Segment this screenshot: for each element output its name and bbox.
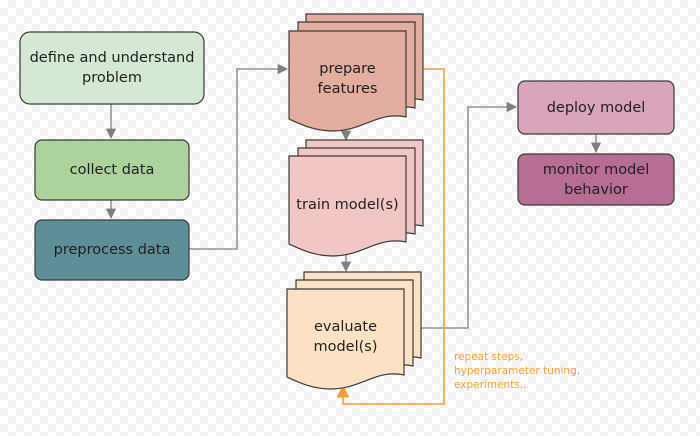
node-deploy-box bbox=[517, 80, 675, 135]
node-preprocess-box bbox=[34, 219, 190, 281]
arrow-evaluate-to-deploy bbox=[403, 101, 518, 329]
loop-note: repeat steps, hyperparameter tuning, exp… bbox=[454, 351, 581, 391]
node-collect-box bbox=[34, 139, 190, 201]
loop-arrow bbox=[336, 68, 445, 405]
node-define-box bbox=[19, 31, 205, 105]
node-prepare-stack bbox=[288, 13, 424, 132]
node-train-stack bbox=[288, 139, 424, 257]
arrow-preprocess-to-prepare bbox=[188, 63, 289, 250]
node-monitor-box bbox=[517, 153, 675, 206]
node-evaluate-stack bbox=[286, 271, 422, 390]
connectors bbox=[105, 63, 602, 329]
